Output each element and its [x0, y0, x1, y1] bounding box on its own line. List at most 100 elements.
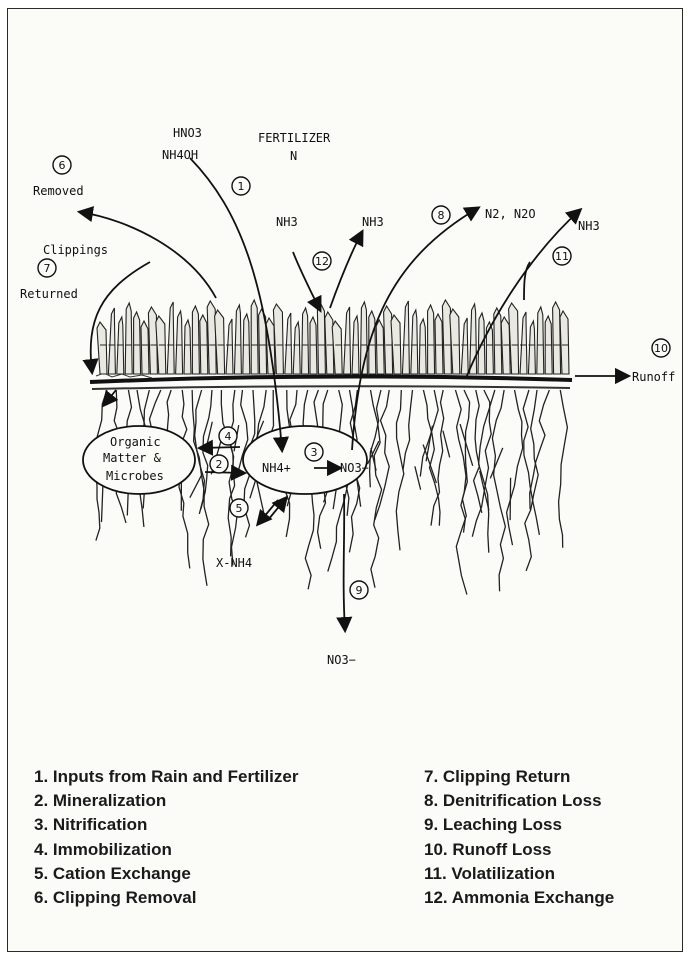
process-marker-2: 2	[210, 455, 228, 473]
root-branch	[490, 448, 502, 478]
nitrate-pool-label: NO3−	[340, 461, 369, 475]
grass-blade	[344, 307, 351, 374]
legend-left-column: 1. Inputs from Rain and Fertilizer 2. Mi…	[34, 765, 298, 910]
nh3-input-label: NH3	[276, 215, 298, 229]
root	[221, 390, 237, 565]
root-branch	[190, 474, 202, 498]
root	[455, 390, 466, 533]
root-branch	[415, 466, 421, 489]
marker-number: 3	[311, 446, 318, 459]
fertilizer-n-label: N	[290, 149, 297, 163]
legend-item: 11. Volatilization	[424, 862, 614, 886]
turfgrass-canopy	[97, 300, 569, 374]
marker-number: 6	[59, 159, 66, 172]
grass-blade	[537, 307, 544, 374]
legend-item: 10. Runoff Loss	[424, 838, 614, 862]
root	[492, 390, 505, 591]
grass-blade	[411, 310, 418, 374]
legend-item: 3. Nitrification	[34, 813, 298, 837]
grass-blade	[428, 305, 435, 374]
fertilizer-label: FERTILIZER	[258, 131, 331, 145]
grass-blade	[419, 319, 426, 374]
marker-number: 11	[555, 250, 569, 263]
grass-blade	[376, 320, 384, 374]
grass-blade	[243, 314, 250, 374]
grass-blade	[560, 311, 569, 374]
grass-blade	[435, 314, 443, 374]
grass-blade	[461, 318, 468, 374]
process-marker-1: 1	[232, 177, 250, 195]
grass-blade	[528, 321, 535, 374]
runoff-label: Runoff	[632, 370, 675, 384]
root-branch	[443, 431, 450, 458]
hno3-label: HNO3	[173, 126, 202, 140]
grass-blade	[167, 302, 174, 374]
root	[525, 390, 538, 571]
grass-blade	[285, 313, 292, 374]
marker-number: 10	[654, 342, 668, 355]
marker-number: 9	[356, 584, 363, 597]
returned-label: Returned	[20, 287, 78, 301]
grass-blade	[125, 303, 132, 374]
root	[371, 390, 382, 588]
grass-blade	[402, 301, 409, 374]
grass-blade	[442, 300, 451, 374]
process-marker-6: 6	[53, 156, 71, 174]
legend-item: 12. Ammonia Exchange	[424, 886, 614, 910]
arrow-mineralization	[205, 472, 244, 473]
microbes-label: Microbes	[106, 469, 164, 483]
nh3-volatilized-label: NH3	[578, 219, 600, 233]
n2-n2o-label: N2, N2O	[485, 207, 536, 221]
grass-blade	[251, 300, 258, 374]
root	[479, 390, 495, 553]
marker-number: 2	[216, 458, 223, 471]
root	[474, 390, 482, 513]
arrow-immobilization	[200, 447, 240, 448]
clippings-label: Clippings	[43, 243, 108, 257]
marker-number: 7	[44, 262, 51, 275]
process-marker-12: 12	[313, 252, 331, 270]
ammonium-label: NH4+	[262, 461, 291, 475]
marker-number: 4	[225, 430, 232, 443]
process-marker-10: 10	[652, 339, 670, 357]
thatch-layer	[90, 373, 572, 389]
root	[396, 390, 404, 550]
nh3-output-label: NH3	[362, 215, 384, 229]
arrow-leaching	[344, 494, 345, 630]
arrow-ammonia-out	[330, 232, 362, 308]
organic-label: Organic	[110, 435, 161, 449]
root	[403, 390, 413, 470]
marker-number: 5	[236, 502, 243, 515]
grass-blade	[293, 322, 300, 374]
root	[523, 390, 539, 535]
grass-blade	[226, 319, 233, 374]
leached-nitrate-label: NO3−	[327, 653, 356, 667]
nh4oh-label: NH4OH	[162, 148, 198, 162]
matter-label: Matter &	[103, 451, 162, 465]
process-marker-3: 3	[305, 443, 323, 461]
process-marker-5: 5	[230, 499, 248, 517]
process-marker-11: 11	[553, 247, 571, 265]
grass-blade	[553, 302, 561, 374]
root	[507, 390, 523, 545]
grass-blade	[325, 312, 334, 374]
inorganic-n-pool	[243, 426, 367, 494]
legend-item: 5. Cation Exchange	[34, 862, 298, 886]
root-system	[95, 390, 567, 595]
marker-number: 1	[238, 180, 245, 193]
process-marker-9: 9	[350, 581, 368, 599]
grass-blade	[148, 307, 157, 374]
exchangeable-nh4-label: X-NH4	[216, 556, 252, 570]
legend-item: 1. Inputs from Rain and Fertilizer	[34, 765, 298, 789]
process-marker-4: 4	[219, 427, 237, 445]
grass-blade	[184, 320, 191, 374]
grass-blade	[234, 305, 241, 374]
root	[431, 390, 444, 526]
grass-blade	[97, 322, 107, 374]
marker-number: 8	[438, 209, 445, 222]
grass-blade	[192, 306, 199, 374]
process-marker-8: 8	[432, 206, 450, 224]
grass-blade	[134, 312, 141, 374]
legend-item: 8. Denitrification Loss	[424, 789, 614, 813]
legend-item: 7. Clipping Return	[424, 765, 614, 789]
